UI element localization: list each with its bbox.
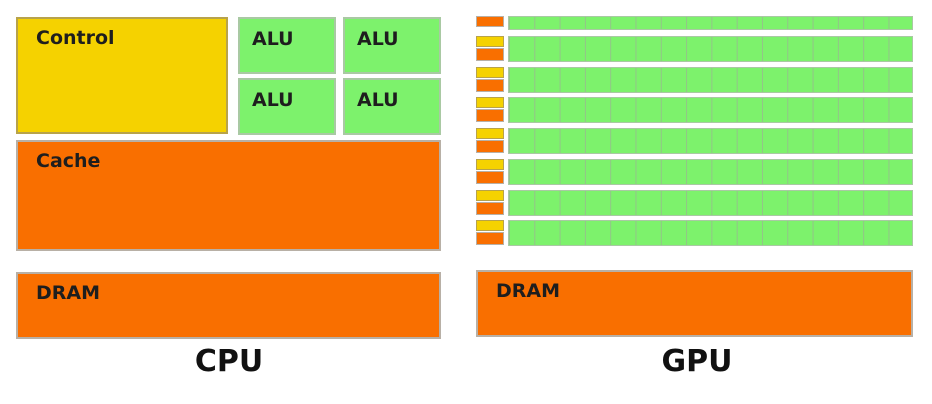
- gpu-core-row: [476, 128, 913, 154]
- gpu-core-row: [476, 16, 913, 42]
- gpu-control-unit: [476, 67, 504, 78]
- gpu-alu-cells: [508, 220, 913, 246]
- cpu-control-block: Control: [16, 17, 228, 134]
- gpu-alu-cells: [508, 67, 913, 93]
- cpu-caption: CPU: [194, 344, 264, 379]
- gpu-control-unit: [476, 128, 504, 139]
- cpu-alu-block: ALU: [238, 78, 336, 135]
- gpu-caption: GPU: [661, 344, 733, 379]
- gpu-core-row: [476, 36, 913, 62]
- gpu-cache-unit: [476, 140, 504, 153]
- gpu-alu-cells: [508, 128, 913, 154]
- gpu-core-row: [476, 220, 913, 246]
- gpu-control-unit: [476, 16, 504, 27]
- cpu-alu-label: ALU: [357, 89, 399, 111]
- cpu-cache-label: Cache: [36, 150, 101, 172]
- cpu-dram-label: DRAM: [36, 282, 101, 304]
- cpu-alu-block: ALU: [343, 78, 441, 135]
- cpu-alu-label: ALU: [252, 28, 294, 50]
- cpu-control-label: Control: [36, 27, 115, 49]
- gpu-core-row: [476, 190, 913, 216]
- cpu-alu-block: ALU: [343, 17, 441, 74]
- gpu-control-unit: [476, 36, 504, 47]
- gpu-control-unit: [476, 159, 504, 170]
- cpu-alu-label: ALU: [252, 89, 294, 111]
- gpu-alu-cells: [508, 16, 913, 30]
- cpu-alu-block: ALU: [238, 17, 336, 74]
- gpu-core-row: [476, 159, 913, 185]
- gpu-control-unit: [476, 190, 504, 201]
- gpu-cache-unit: [476, 232, 504, 245]
- gpu-alu-cells: [508, 159, 913, 185]
- gpu-alu-cells: [508, 190, 913, 216]
- gpu-alu-cells: [508, 97, 913, 123]
- gpu-alu-cells: [508, 36, 913, 62]
- gpu-cache-unit: [476, 109, 504, 122]
- cpu-cache-block: Cache: [16, 140, 441, 251]
- gpu-core-row: [476, 97, 913, 123]
- gpu-cache-unit: [476, 48, 504, 61]
- gpu-control-unit: [476, 220, 504, 231]
- gpu-control-unit: [476, 97, 504, 108]
- gpu-dram-block: DRAM: [476, 270, 913, 337]
- gpu-cache-unit: [476, 202, 504, 215]
- gpu-core-grid: [476, 16, 913, 248]
- cpu-alu-label: ALU: [357, 28, 399, 50]
- gpu-cache-unit: [476, 171, 504, 184]
- gpu-dram-label: DRAM: [496, 280, 561, 302]
- cpu-dram-block: DRAM: [16, 272, 441, 339]
- gpu-cache-unit: [476, 79, 504, 92]
- gpu-core-row: [476, 67, 913, 93]
